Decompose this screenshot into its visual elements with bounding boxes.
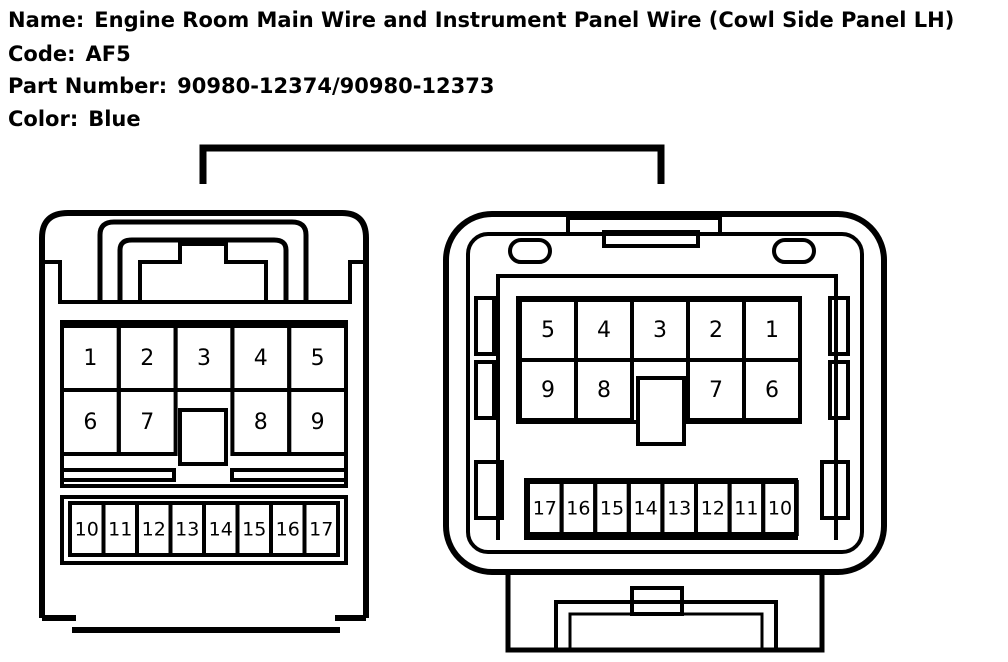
pin-cell xyxy=(761,480,799,536)
left-divider-bar xyxy=(230,468,348,482)
pin-number: 8 xyxy=(254,410,268,435)
right-side-slot xyxy=(474,460,504,520)
pin-number: 13 xyxy=(667,498,691,520)
pin-number: 9 xyxy=(541,378,555,403)
pin-number: 13 xyxy=(175,519,199,541)
code-value: AF5 xyxy=(85,42,131,66)
pin-number: 6 xyxy=(83,410,97,435)
pin-number: 7 xyxy=(709,378,723,403)
right-side-slot xyxy=(828,360,850,420)
pin-number: 11 xyxy=(734,498,758,520)
pin-number: 10 xyxy=(768,498,792,520)
pin-number: 2 xyxy=(709,318,723,343)
color-value: Blue xyxy=(88,107,141,131)
right-housing-outline xyxy=(443,211,887,575)
right-connector: 5 4 3 2 1 9 8 7 6 17 16 15 14 13 12 11 10 xyxy=(443,211,887,653)
pin-number: 4 xyxy=(597,318,611,343)
pin-number: 9 xyxy=(311,410,325,435)
right-bottom-latch-inner xyxy=(568,612,764,650)
pin-cell xyxy=(574,358,634,422)
left-housing-outline xyxy=(39,210,369,618)
left-small-pins: 10 11 12 13 14 15 16 17 xyxy=(68,501,340,557)
part-number-line: Part Number: 90980-12374/90980-12373 xyxy=(8,74,494,98)
part-number-value: 90980-12374/90980-12373 xyxy=(177,74,495,98)
left-divider-bar xyxy=(60,468,176,482)
left-lock-tab xyxy=(138,242,268,302)
left-shoulder-line xyxy=(42,260,366,304)
pin-number: 14 xyxy=(634,498,658,520)
right-top-key xyxy=(602,230,700,248)
right-side-slot xyxy=(828,296,850,356)
name-label: Name: xyxy=(8,8,85,32)
pin-number: 10 xyxy=(75,519,99,541)
pin-number: 1 xyxy=(765,318,779,343)
left-lock-arch-outer xyxy=(97,219,309,302)
code-label: Code: xyxy=(8,42,76,66)
pin-number: 1 xyxy=(83,346,97,371)
pin-number: 3 xyxy=(197,346,211,371)
pin-number: 5 xyxy=(311,346,325,371)
color-label: Color: xyxy=(8,107,79,131)
pin-number: 4 xyxy=(254,346,268,371)
mating-bracket xyxy=(199,144,665,184)
pin-cell xyxy=(287,388,349,456)
right-inner-rim xyxy=(496,274,838,282)
pin-number: 8 xyxy=(597,378,611,403)
right-small-pins: 17 16 15 14 13 12 11 10 xyxy=(526,480,799,536)
pin-cell xyxy=(302,501,340,557)
key-cavity xyxy=(636,376,686,446)
right-side-slot xyxy=(474,360,496,420)
color-line: Color: Blue xyxy=(8,107,141,131)
pin-number: 3 xyxy=(653,318,667,343)
pin-number: 12 xyxy=(701,498,725,520)
pin-number: 15 xyxy=(242,519,266,541)
left-lock-arch-inner xyxy=(117,237,289,302)
name-value: Engine Room Main Wire and Instrument Pan… xyxy=(94,8,955,32)
part-number-label: Part Number: xyxy=(8,74,168,98)
right-large-pins: 5 4 3 2 1 9 8 7 6 xyxy=(518,298,802,446)
code-line: Code: AF5 xyxy=(8,42,131,66)
pin-cell xyxy=(116,388,178,456)
right-side-slot xyxy=(820,460,850,520)
pin-cell xyxy=(742,358,802,422)
pin-number: 17 xyxy=(533,498,557,520)
left-large-pins: 1 2 3 4 5 6 7 8 9 xyxy=(60,324,349,466)
pin-number: 7 xyxy=(140,410,154,435)
pin-number: 17 xyxy=(309,519,333,541)
pin-number: 5 xyxy=(541,318,555,343)
pin-number: 16 xyxy=(276,519,300,541)
pin-number: 15 xyxy=(600,498,624,520)
key-cavity xyxy=(178,408,228,466)
right-side-slot xyxy=(474,296,496,356)
pin-number: 16 xyxy=(566,498,590,520)
right-corner-hole xyxy=(772,238,816,264)
pin-number: 12 xyxy=(142,519,166,541)
pin-number: 14 xyxy=(209,519,233,541)
name-line: Name: Engine Room Main Wire and Instrumen… xyxy=(8,8,954,32)
pin-number: 2 xyxy=(140,346,154,371)
right-bottom-latch xyxy=(505,572,825,653)
right-latch-tab xyxy=(630,586,684,616)
pin-number: 6 xyxy=(765,378,779,403)
pin-number: 11 xyxy=(108,519,132,541)
right-bottom-latch-inner xyxy=(554,600,778,650)
right-corner-hole xyxy=(508,238,552,264)
left-small-cavity-frame xyxy=(60,495,348,565)
right-top-notch xyxy=(566,216,722,234)
